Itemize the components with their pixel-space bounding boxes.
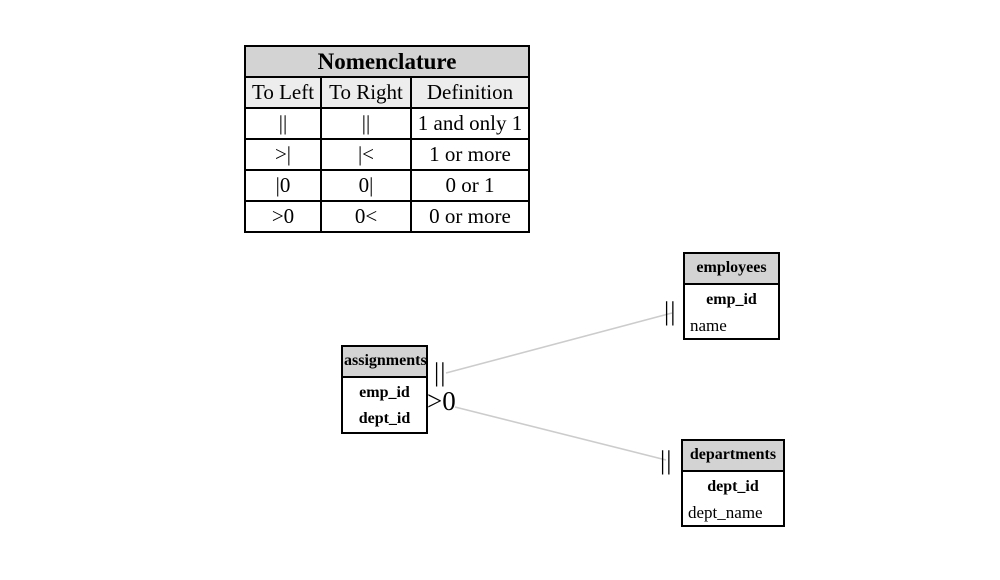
nomenclature-row: >0 0< 0 or more	[244, 200, 530, 233]
entity-title: departments	[683, 441, 783, 472]
entity-field: dept_name	[688, 503, 763, 522]
relationship-line-assignments-employees	[445, 312, 673, 374]
definition-cell: 0 or more	[410, 200, 530, 233]
entity-field: name	[690, 316, 727, 335]
cardinality-marker-departments-side: ||	[660, 446, 673, 475]
entity-field-key: emp_id	[359, 384, 410, 401]
symbol-cell: 0<	[320, 200, 412, 233]
symbol-cell: ||	[244, 107, 322, 140]
cardinality-marker-employees-side: ||	[664, 297, 677, 326]
cardinality-marker-assignments-side: ||	[434, 358, 447, 387]
entity-title: employees	[685, 254, 778, 285]
nomenclature-row: >| |< 1 or more	[244, 138, 530, 171]
symbol-cell: |0	[244, 169, 322, 202]
symbol-cell: >|	[244, 138, 322, 171]
entity-field-key: emp_id	[706, 291, 757, 308]
definition-cell: 0 or 1	[410, 169, 530, 202]
column-header-to-left: To Left	[244, 76, 322, 109]
nomenclature-table: Nomenclature To Left To Right Definition…	[244, 45, 530, 233]
column-header-to-right: To Right	[320, 76, 412, 109]
symbol-cell: ||	[320, 107, 412, 140]
nomenclature-row: || || 1 and only 1	[244, 107, 530, 140]
entity-departments: departments dept_id dept_name	[681, 439, 785, 527]
symbol-cell: 0|	[320, 169, 412, 202]
relationship-line-assignments-departments	[454, 406, 667, 461]
entity-title: assignments	[343, 347, 427, 378]
entity-field-key: dept_id	[358, 410, 411, 427]
nomenclature-title: Nomenclature	[244, 45, 530, 78]
entity-assignments: assignments emp_id dept_id	[341, 345, 428, 434]
nomenclature-header-row: To Left To Right Definition	[244, 76, 530, 109]
cardinality-marker-assignments-side: >0	[427, 386, 456, 416]
entity-field-key: dept_id	[707, 478, 759, 495]
entity-employees: employees emp_id name	[683, 252, 780, 340]
column-header-definition: Definition	[410, 76, 530, 109]
definition-cell: 1 or more	[410, 138, 530, 171]
symbol-cell: >0	[244, 200, 322, 233]
symbol-cell: |<	[320, 138, 412, 171]
definition-cell: 1 and only 1	[410, 107, 530, 140]
nomenclature-title-row: Nomenclature	[244, 45, 530, 78]
nomenclature-row: |0 0| 0 or 1	[244, 169, 530, 202]
